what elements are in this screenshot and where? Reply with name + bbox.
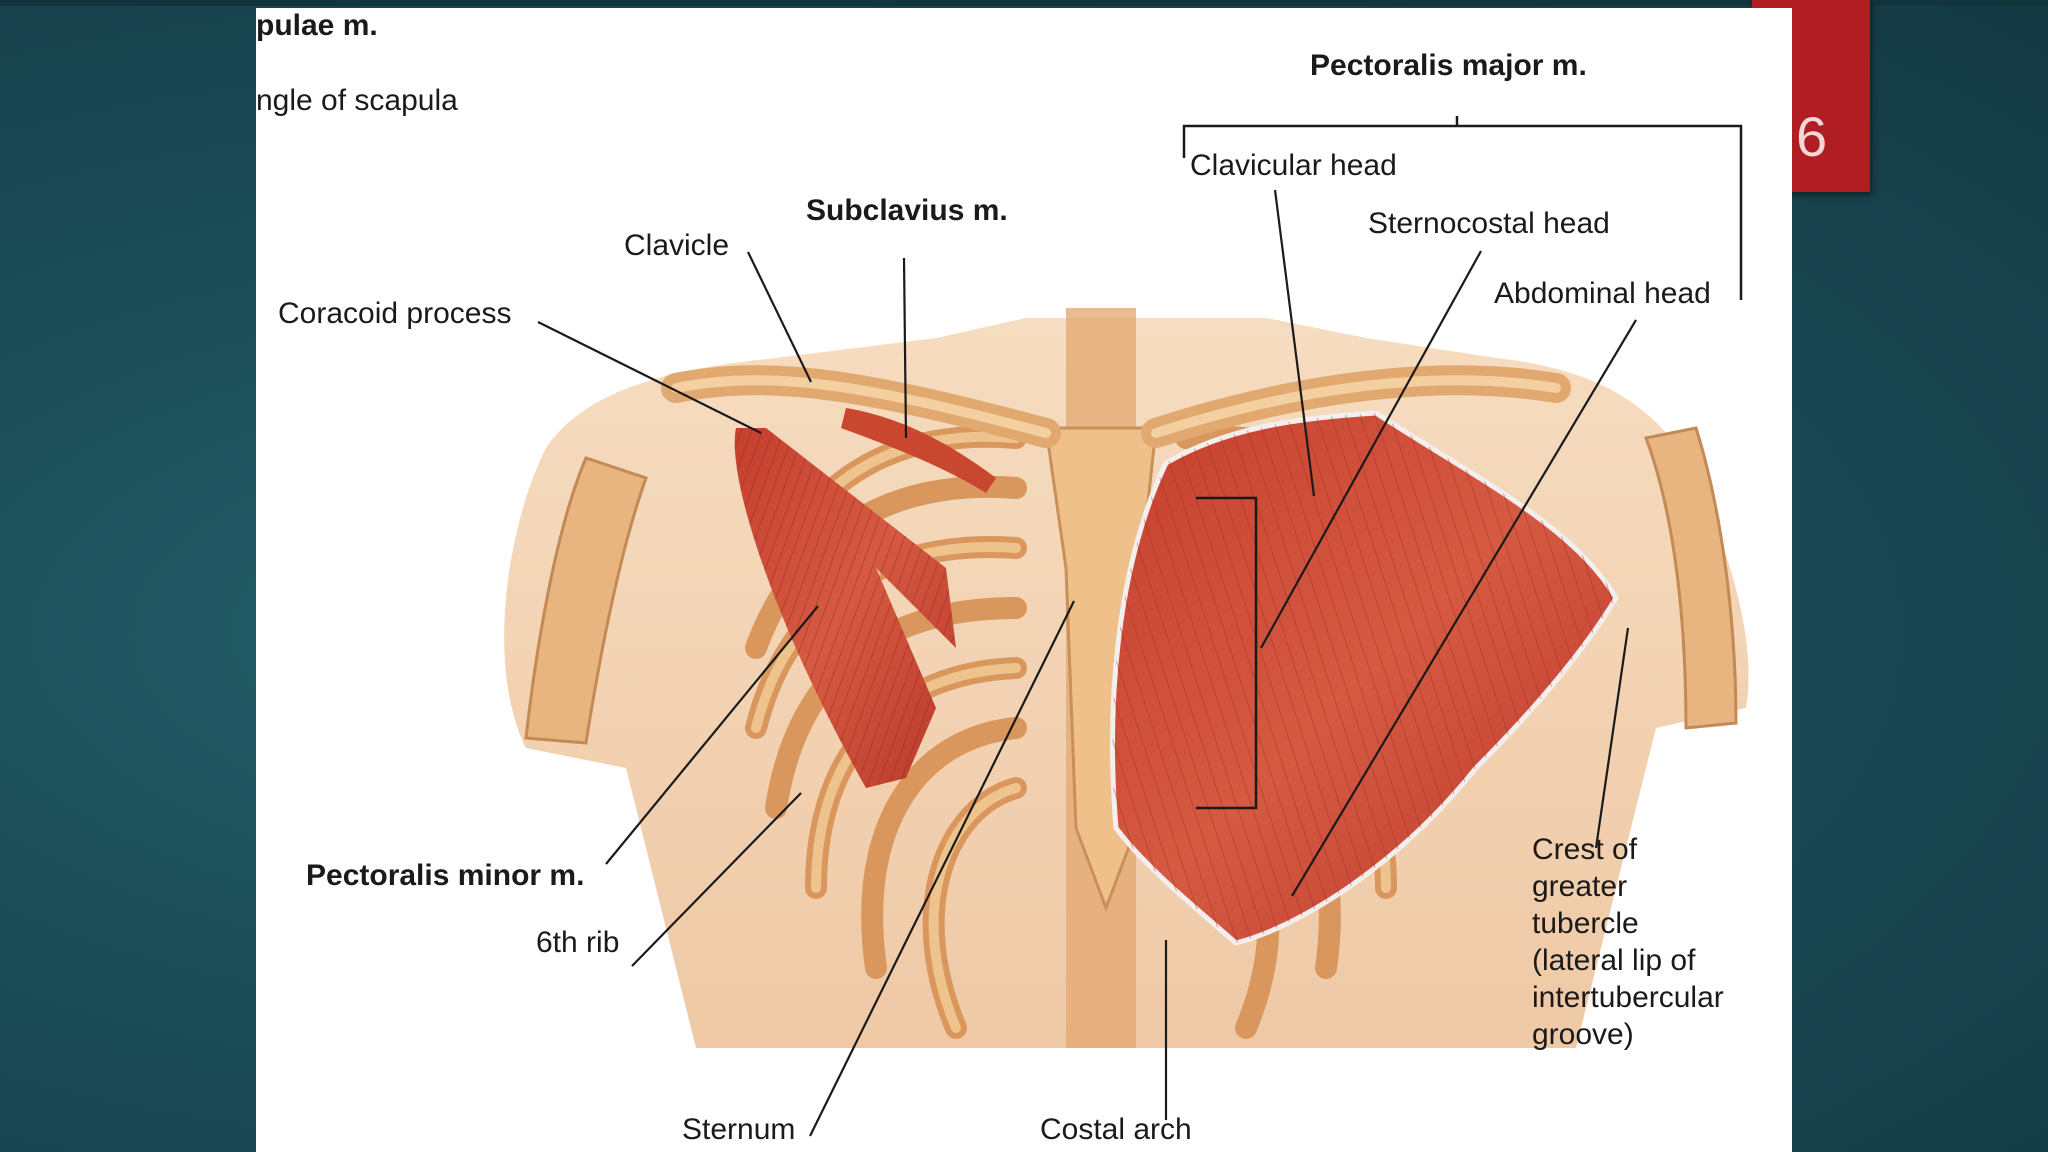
label-pectoralis-minor: Pectoralis minor m.: [306, 859, 585, 892]
thorax-illustration: [504, 116, 1749, 1137]
label-sternocostal-head: Sternocostal head: [1368, 207, 1610, 240]
sternocostal-bracket: [1196, 496, 1258, 810]
right-humerus: [1643, 426, 1738, 730]
label-6th-rib: 6th rib: [536, 926, 620, 959]
left-humerus: [524, 456, 648, 745]
anatomy-figure: pulae m. ngle of scapula Pectoralis majo…: [256, 8, 1792, 1152]
slide-top-border: [0, 0, 2048, 6]
subclavius-muscle: [841, 408, 996, 493]
label-pectoralis-major: Pectoralis major m.: [1310, 49, 1587, 82]
label-clavicular-head: Clavicular head: [1190, 149, 1397, 182]
leader-lines: [537, 189, 1637, 1137]
label-sternum: Sternum: [682, 1113, 796, 1146]
label-clavicle: Clavicle: [624, 229, 730, 262]
label-abdominal-head: Abdominal head: [1494, 277, 1711, 310]
label-angle-of-scapula: ngle of scapula: [256, 84, 458, 117]
label-costal-arch: Costal arch: [1040, 1113, 1192, 1146]
label-coracoid-process: Coracoid process: [278, 297, 512, 330]
label-crest-of-greater-tubercle: Crest of greater tubercle (lateral lip o…: [1532, 833, 1724, 1051]
pectoralis-major-bracket: [1182, 116, 1743, 300]
slide-number: 6: [1796, 105, 1828, 168]
label-serratus-cut: pulae m.: [256, 9, 378, 42]
label-subclavius: Subclavius m.: [806, 194, 1008, 227]
